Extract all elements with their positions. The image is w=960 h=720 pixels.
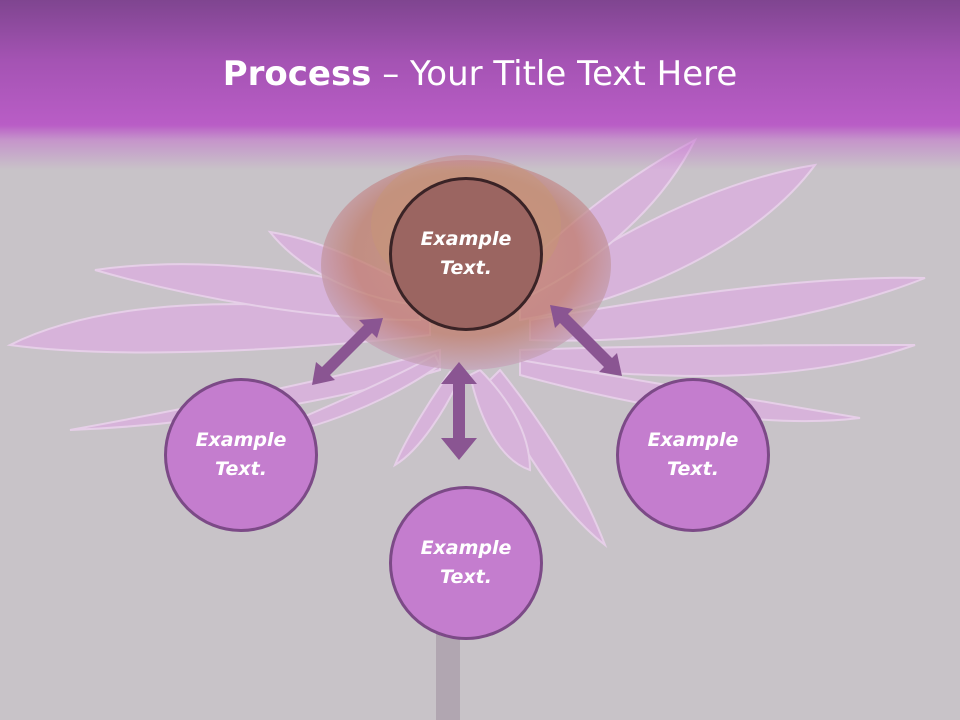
center-node[interactable]: Example Text. [389, 177, 543, 331]
right-node-line1: Example [647, 429, 739, 451]
bottom-node-text: Example Text. [421, 534, 512, 592]
right-node-text: Example Text. [648, 426, 739, 484]
arrow-vertical-icon [441, 362, 477, 460]
right-node-line2: Text. [667, 458, 719, 480]
slide-title-bold: Process [222, 54, 372, 94]
slide-title-rest: – Your Title Text Here [371, 54, 738, 94]
right-node[interactable]: Example Text. [616, 378, 770, 532]
bottom-node-line2: Text. [440, 566, 492, 588]
bottom-node-line1: Example [420, 537, 512, 559]
bottom-node[interactable]: Example Text. [389, 486, 543, 640]
title-band [0, 0, 960, 170]
center-node-text: Example Text. [421, 225, 512, 283]
arrow-top-left-icon [312, 318, 383, 385]
slide-title[interactable]: Process – Your Title Text Here [0, 52, 960, 96]
arrow-top-right-icon [550, 305, 622, 376]
left-node-text: Example Text. [196, 426, 287, 484]
left-node-line2: Text. [215, 458, 267, 480]
left-node[interactable]: Example Text. [164, 378, 318, 532]
left-node-line1: Example [195, 429, 287, 451]
center-node-line1: Example [420, 228, 512, 250]
center-node-line2: Text. [440, 257, 492, 279]
